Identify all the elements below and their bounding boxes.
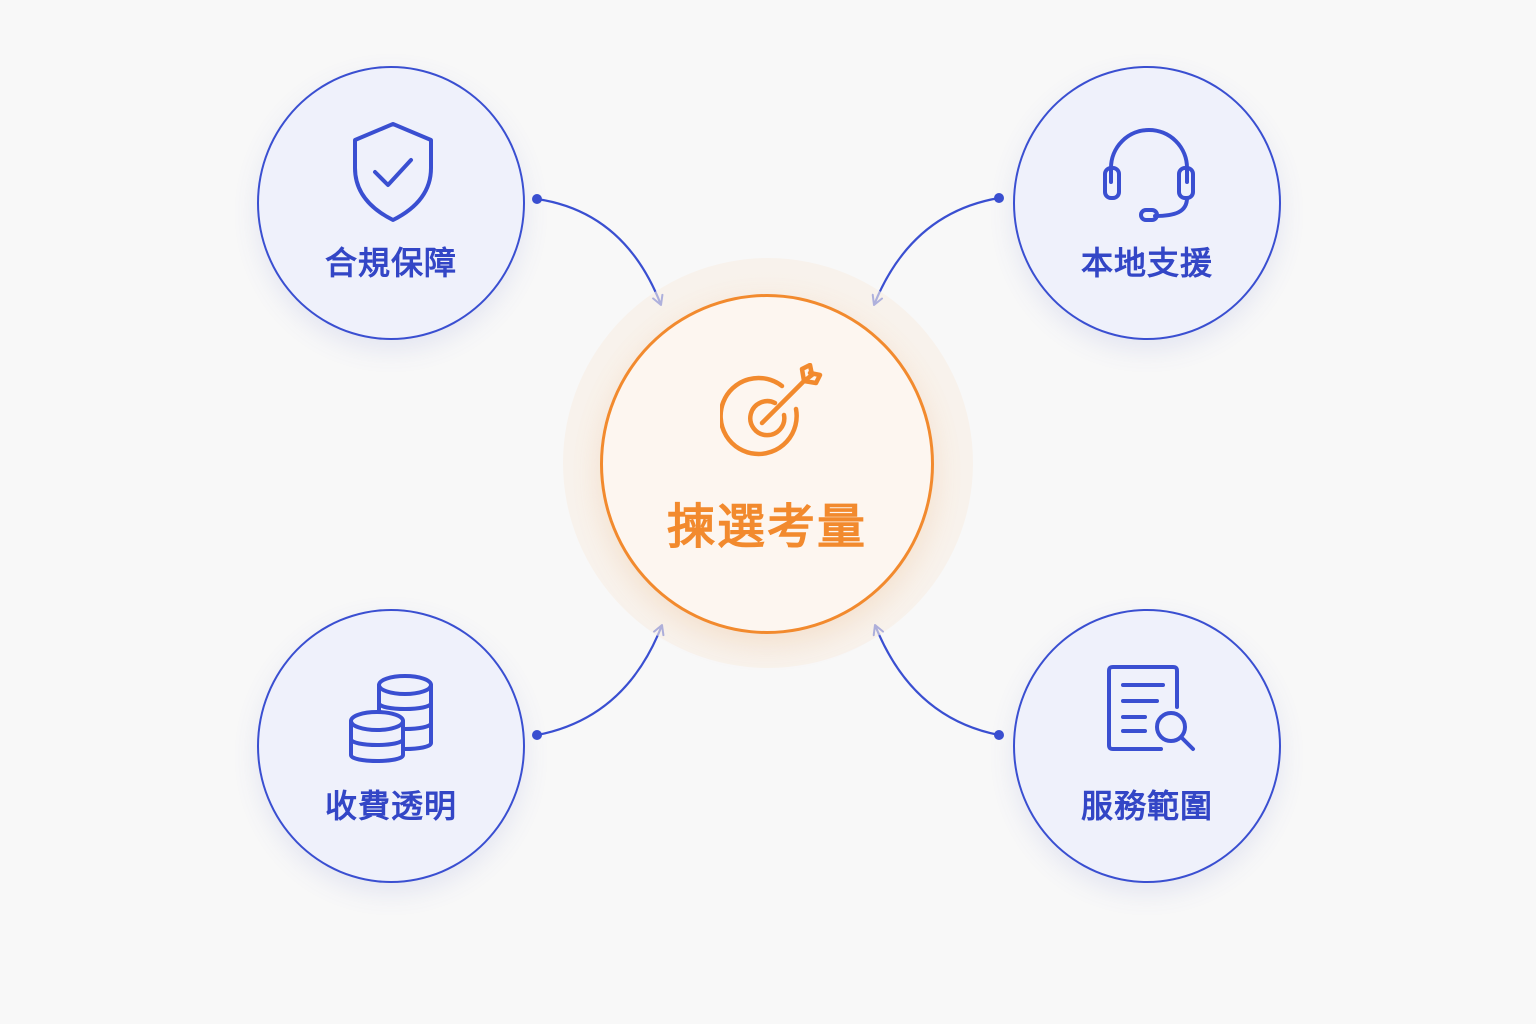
headset-icon — [1103, 128, 1195, 222]
node-label-compliance: 合規保障 — [324, 244, 457, 282]
node-transparent-fees: 收費透明 — [257, 609, 525, 883]
connector-local-support — [871, 193, 1004, 306]
connector-dot — [532, 730, 542, 740]
shield-check-icon — [353, 122, 433, 222]
coin-stack-icon — [349, 674, 433, 763]
node-compliance: 合規保障 — [257, 66, 525, 340]
target-arrow-icon — [720, 363, 823, 457]
connector-dot — [994, 730, 1004, 740]
node-local-support: 本地支援 — [1013, 66, 1281, 340]
document-search-icon — [1107, 665, 1195, 751]
node-label-service-scope: 服務範圍 — [1080, 787, 1213, 825]
node-label-transparent-fees: 收費透明 — [324, 787, 457, 825]
connector-service-scope — [872, 624, 1004, 740]
connector-transparent-fees — [532, 624, 665, 740]
center-node: 揀選考量 — [600, 294, 934, 634]
node-label-local-support: 本地支援 — [1080, 244, 1213, 282]
center-label: 揀選考量 — [666, 499, 867, 555]
connector-compliance — [532, 194, 664, 306]
node-service-scope: 服務範圍 — [1013, 609, 1281, 883]
connector-dot — [994, 193, 1004, 203]
connector-dot — [532, 194, 542, 204]
